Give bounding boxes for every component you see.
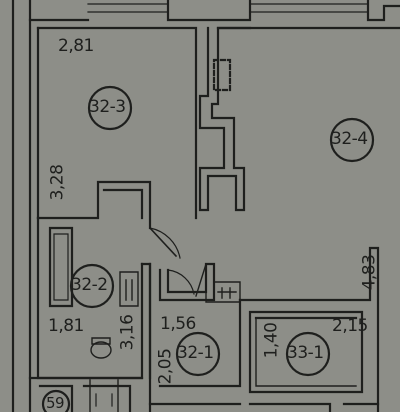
partition-32-3-32-4	[198, 26, 400, 212]
room-label-32-4: 32-4	[331, 129, 368, 149]
tag-circle-33-1	[285, 331, 331, 377]
dimension-label: 2,81	[58, 36, 94, 56]
fixture-32-4	[205, 263, 241, 303]
room-label-32-2: 32-2	[71, 275, 108, 295]
room-label-33-1: 33-1	[287, 343, 324, 363]
dimension-label: 1,40	[261, 322, 282, 359]
dimension-label: 1,81	[48, 316, 84, 336]
dimension-label: 2,15	[332, 316, 368, 336]
tag-circle-32-2	[69, 263, 115, 309]
room-label-32-3: 32-3	[89, 97, 126, 117]
dimension-label: 1,56	[160, 314, 196, 334]
tag-circle-32-1	[175, 331, 221, 377]
door-32-2	[148, 226, 181, 259]
room-33-1-walls	[238, 246, 380, 412]
dimension-label: 3,28	[47, 164, 68, 201]
room-32-3-walls	[36, 26, 198, 230]
tag-circle-59	[41, 389, 71, 412]
fixture-32-2	[90, 271, 139, 359]
room-32-2-walls	[36, 216, 152, 380]
bottom-walls	[28, 376, 380, 412]
tag-circle-32-3	[87, 85, 133, 131]
room-label-32-1: 32-1	[177, 343, 214, 363]
tag-circle-32-4	[329, 117, 375, 163]
exterior-wall-top	[28, 0, 400, 22]
room-32-1-walls	[148, 262, 242, 412]
dimension-label: 3,16	[117, 314, 138, 351]
exterior-wall-left	[28, 18, 40, 412]
dimension-label: 4,83	[359, 254, 380, 291]
room-label-59: 59	[46, 394, 65, 412]
dimension-label: 2,05	[155, 348, 176, 385]
